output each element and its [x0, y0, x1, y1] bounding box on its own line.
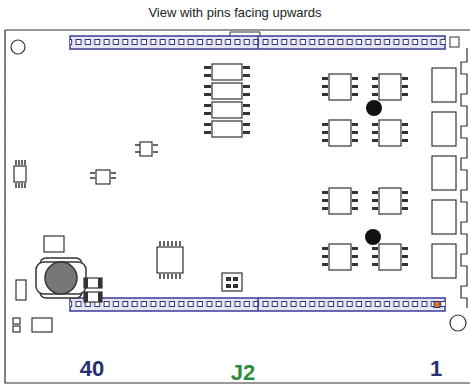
board-edge [5, 30, 470, 383]
pin-number: 1 [430, 358, 442, 380]
connector-name: J2 [231, 362, 255, 384]
pin-number: 40 [80, 358, 104, 380]
view-title: View with pins facing upwards [148, 6, 321, 19]
